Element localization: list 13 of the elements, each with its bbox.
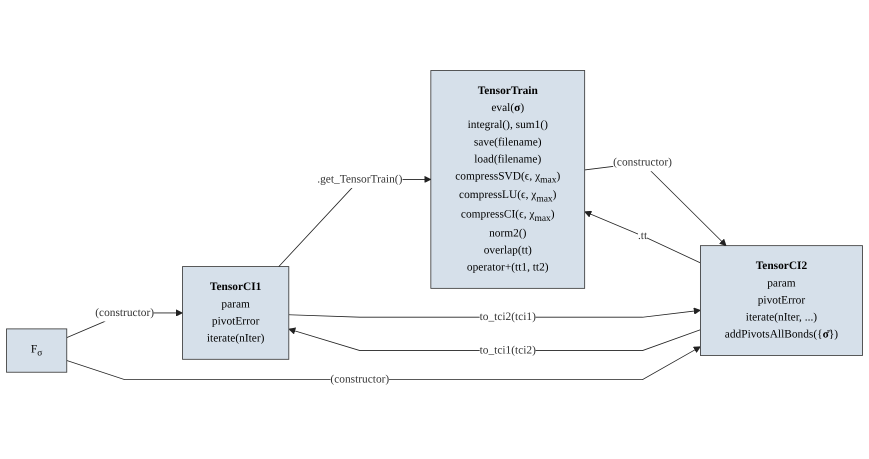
- edge-label: (constructor): [330, 374, 390, 386]
- edge-label: to_tci2(tci1): [480, 311, 536, 324]
- edge-label: to_tci1(tci2): [480, 344, 536, 357]
- node-box: TensorTrain eval(σ) integral(), sum1() save(filename) load(filename) compressSVD(ϵ, χ$_{max}$) compressLU(ϵ, χ$_{max}$) compressCI(ϵ, χ$_{max}$) norm2() overlap(tt) operator+(tt1, tt2): [430, 70, 586, 289]
- node-box: F$_{σ}$: [6, 328, 68, 373]
- arrow: [66, 346, 701, 380]
- edge-label: .tt: [638, 230, 648, 242]
- node-box: TensorCI1 param pivotError iterate(nIter): [182, 266, 290, 360]
- edge-label: (constructor): [613, 156, 672, 170]
- edge-label: .get_TensorTrain(): [317, 173, 402, 186]
- node-box: TensorCI2 param pivotError iterate(nIter, ...) addPivotsAllBonds({σ̄}): [700, 245, 863, 356]
- arrow: [584, 211, 701, 264]
- edge-label: (constructor): [95, 307, 154, 320]
